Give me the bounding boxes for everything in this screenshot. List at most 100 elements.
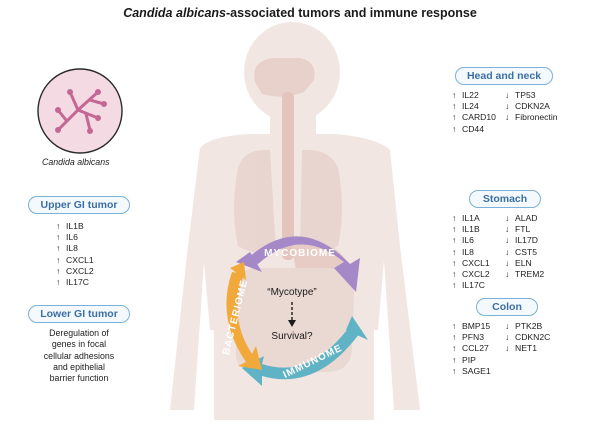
gene-name: TP53 [515,90,536,100]
gene-item: ↓ IL17D [505,235,544,246]
up-arrow-icon: ↑ [452,213,457,223]
gene-item: ↑ CXCL1 [452,258,490,269]
lower-gi-tumor-badge: Lower GI tumor [28,305,130,323]
down-arrow-icon: ↓ [505,269,510,280]
gene-name: CXCL1 [66,254,94,265]
gene-item: ↑IL1A [452,213,490,224]
down-arrow-icon: ↓ [505,257,510,268]
mycotype-survival-arrow [288,302,296,327]
cycle-mycobiome-arrow [236,236,360,292]
down-arrow-icon: ↓ [505,343,510,354]
gene-item: ↑ BMP15 [452,321,491,332]
up-arrow-icon: ↑ [452,257,457,268]
colon-up-genes: ↑BMP15↑PFN3↑CCL27↑PIP↑SAGE1 [452,321,491,377]
description-line: barrier function [49,373,109,384]
up-arrow-icon: ↑ [56,277,61,288]
description-line: genes in focal [51,339,107,350]
up-arrow-icon: ↑ [56,232,61,243]
gene-item: ↑CXCL2 [452,269,490,280]
gene-item: ↓ ALAD [505,213,544,224]
up-arrow-icon: ↑ [452,101,457,112]
up-arrow-icon: ↑ [452,112,457,123]
gene-name: CARD10 [462,112,496,123]
colon-down-genes: ↓ PTK2B ↓ CDKN2C↓NET1 [505,321,550,355]
up-arrow-icon: ↑ [452,343,457,354]
description-line: cellular adhesions [43,350,115,361]
gene-item: ↓ TP53 [505,90,558,101]
candida-albicans-image [37,68,123,154]
gene-item: ↑ PIP [452,355,491,366]
upper-gi-gene-list: ↑IL1B↑IL6↑IL8↑CXCL1↑CXCL2↑IL17C [56,221,94,288]
down-arrow-icon: ↓ [505,90,510,100]
stomach-down-genes: ↓ALAD↓FTL↓IL17D↓CST5↓ELN↓TREM2 [505,213,544,280]
gene-name: IL1B [66,221,84,231]
head-and-neck-badge: Head and neck [455,67,553,85]
gene-name: CXCL2 [462,269,490,280]
gene-name: CXCL2 [66,265,94,276]
down-arrow-icon: ↓ [505,332,510,343]
gene-item: ↓NET1 [505,343,550,354]
up-arrow-icon: ↑ [56,221,61,231]
title-italic: Candida albicans [123,6,227,20]
up-arrow-icon: ↑ [452,354,457,365]
cycle-bacteriome-arrow [226,262,262,370]
gene-item: ↑ CARD10 [452,112,496,123]
gene-item: ↑ IL22 [452,90,496,101]
down-arrow-icon: ↓ [505,213,510,223]
gene-name: Fibronectin [515,112,558,123]
gene-name: IL17C [462,280,485,291]
gene-name: PFN3 [462,332,484,343]
gene-name: CXCL1 [462,257,490,268]
gene-name: CST5 [515,246,537,257]
down-arrow-icon: ↓ [505,321,510,331]
gene-name: CD44 [462,123,484,134]
esophagus [282,92,294,260]
cycle-immunome-arrow [242,316,368,386]
gene-name: IL17C [66,277,89,288]
left-lung [234,149,276,254]
down-arrow-icon: ↓ [505,235,510,246]
nasal-cavity [254,58,315,97]
upper-gi-tumor-badge: Upper GI tumor [28,196,130,214]
gene-item: ↓CDKN2A [505,101,558,112]
gene-name: ALAD [515,213,538,223]
up-arrow-icon: ↑ [452,332,457,343]
gene-name: IL8 [462,246,474,257]
right-lung [300,149,342,254]
mycobiome-label: MYCOBIOME [264,248,336,259]
gene-name: IL24 [462,101,479,112]
gene-item: ↑IL8 [452,247,490,258]
gene-name: BMP15 [462,321,491,331]
title-rest: -associated tumors and immune response [226,6,477,20]
head-neck-down-genes: ↓ TP53↓CDKN2A↓ Fibronectin [505,90,558,124]
up-arrow-icon: ↑ [452,321,457,331]
gene-name: PIP [462,354,476,365]
stomach-up-genes: ↑IL1A↑IL1B↑IL6↑IL8↑CXCL1↑CXCL2↑IL17C [452,213,490,291]
up-arrow-icon: ↑ [452,90,457,100]
gene-item: ↓ ELN [505,258,544,269]
gene-name: IL17D [515,235,538,246]
up-arrow-icon: ↑ [56,254,61,265]
gene-item: ↓ CDKN2C [505,332,550,343]
mycotype-label: “Mycotype” [267,287,317,298]
gene-name: IL8 [66,243,78,254]
gene-item: ↑IL6 [452,235,490,246]
gene-item: ↑SAGE1 [452,366,491,377]
gene-name: CDKN2C [515,332,551,343]
gene-name: ELN [515,257,532,268]
gene-name: FTL [515,224,531,235]
gene-name: IL22 [462,90,479,100]
gene-item: ↑IL8 [56,243,94,254]
gene-item: ↓ PTK2B [505,321,550,332]
up-arrow-icon: ↑ [452,224,457,235]
gene-item: ↑CD44 [452,124,496,135]
stomach-badge: Stomach [469,190,541,208]
gene-name: TREM2 [515,269,545,280]
gene-item: ↑ IL17C [56,277,94,288]
gene-item: ↑CXCL2 [56,266,94,277]
gene-name: PTK2B [515,321,543,331]
candida-label: Candida albicans [42,157,110,167]
down-arrow-icon: ↓ [505,224,510,235]
